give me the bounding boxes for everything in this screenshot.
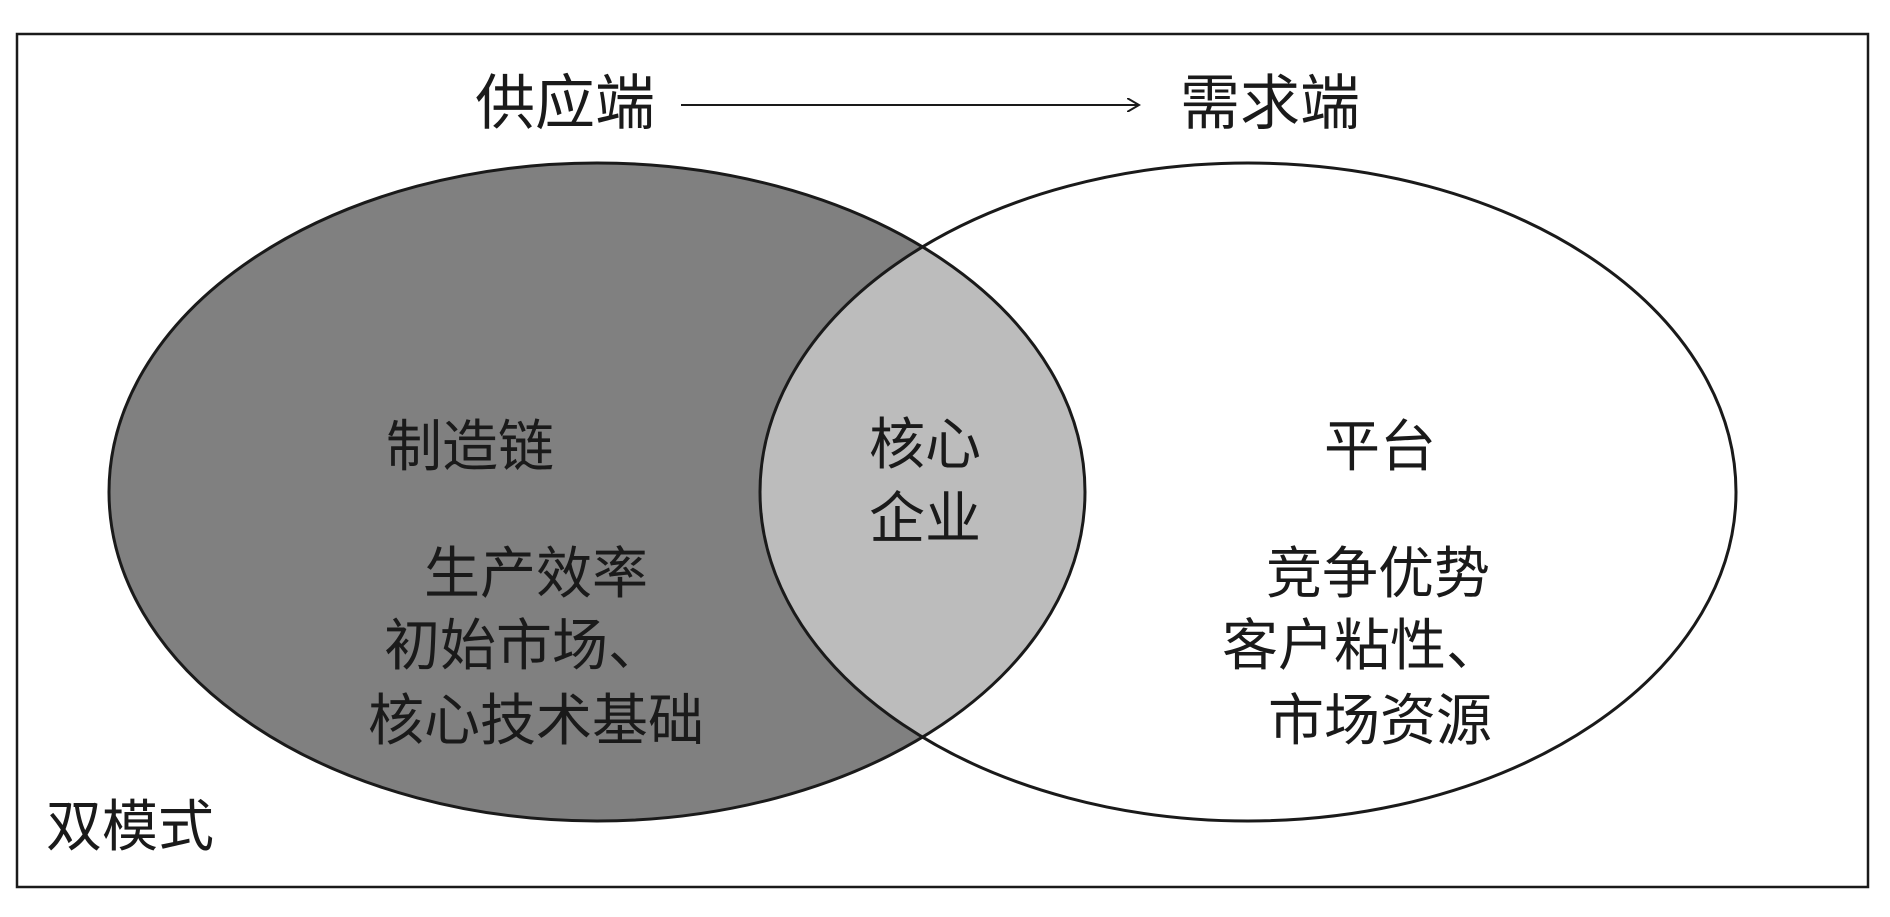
demand-ellipse <box>758 161 1738 823</box>
right-title: 平台 <box>1324 415 1436 480</box>
overlap-region <box>760 163 1085 821</box>
left-title: 制造链 <box>386 415 554 480</box>
left-line-1: 生产效率 <box>424 542 648 607</box>
left-line-2: 初始市场、 <box>384 614 664 679</box>
footer-label: 双模式 <box>46 795 214 860</box>
left-line-3: 核心技术基础 <box>368 689 704 754</box>
right-line-3: 市场资源 <box>1268 689 1492 754</box>
demand-label: 需求端 <box>1180 69 1360 139</box>
center-line-2: 企业 <box>869 487 981 552</box>
right-line-2: 客户粘性、 <box>1222 614 1502 679</box>
supply-ellipse-outline <box>107 161 1087 823</box>
supply-label: 供应端 <box>475 69 655 139</box>
center-line-1: 核心 <box>869 413 981 478</box>
right-line-1: 竞争优势 <box>1266 542 1490 607</box>
